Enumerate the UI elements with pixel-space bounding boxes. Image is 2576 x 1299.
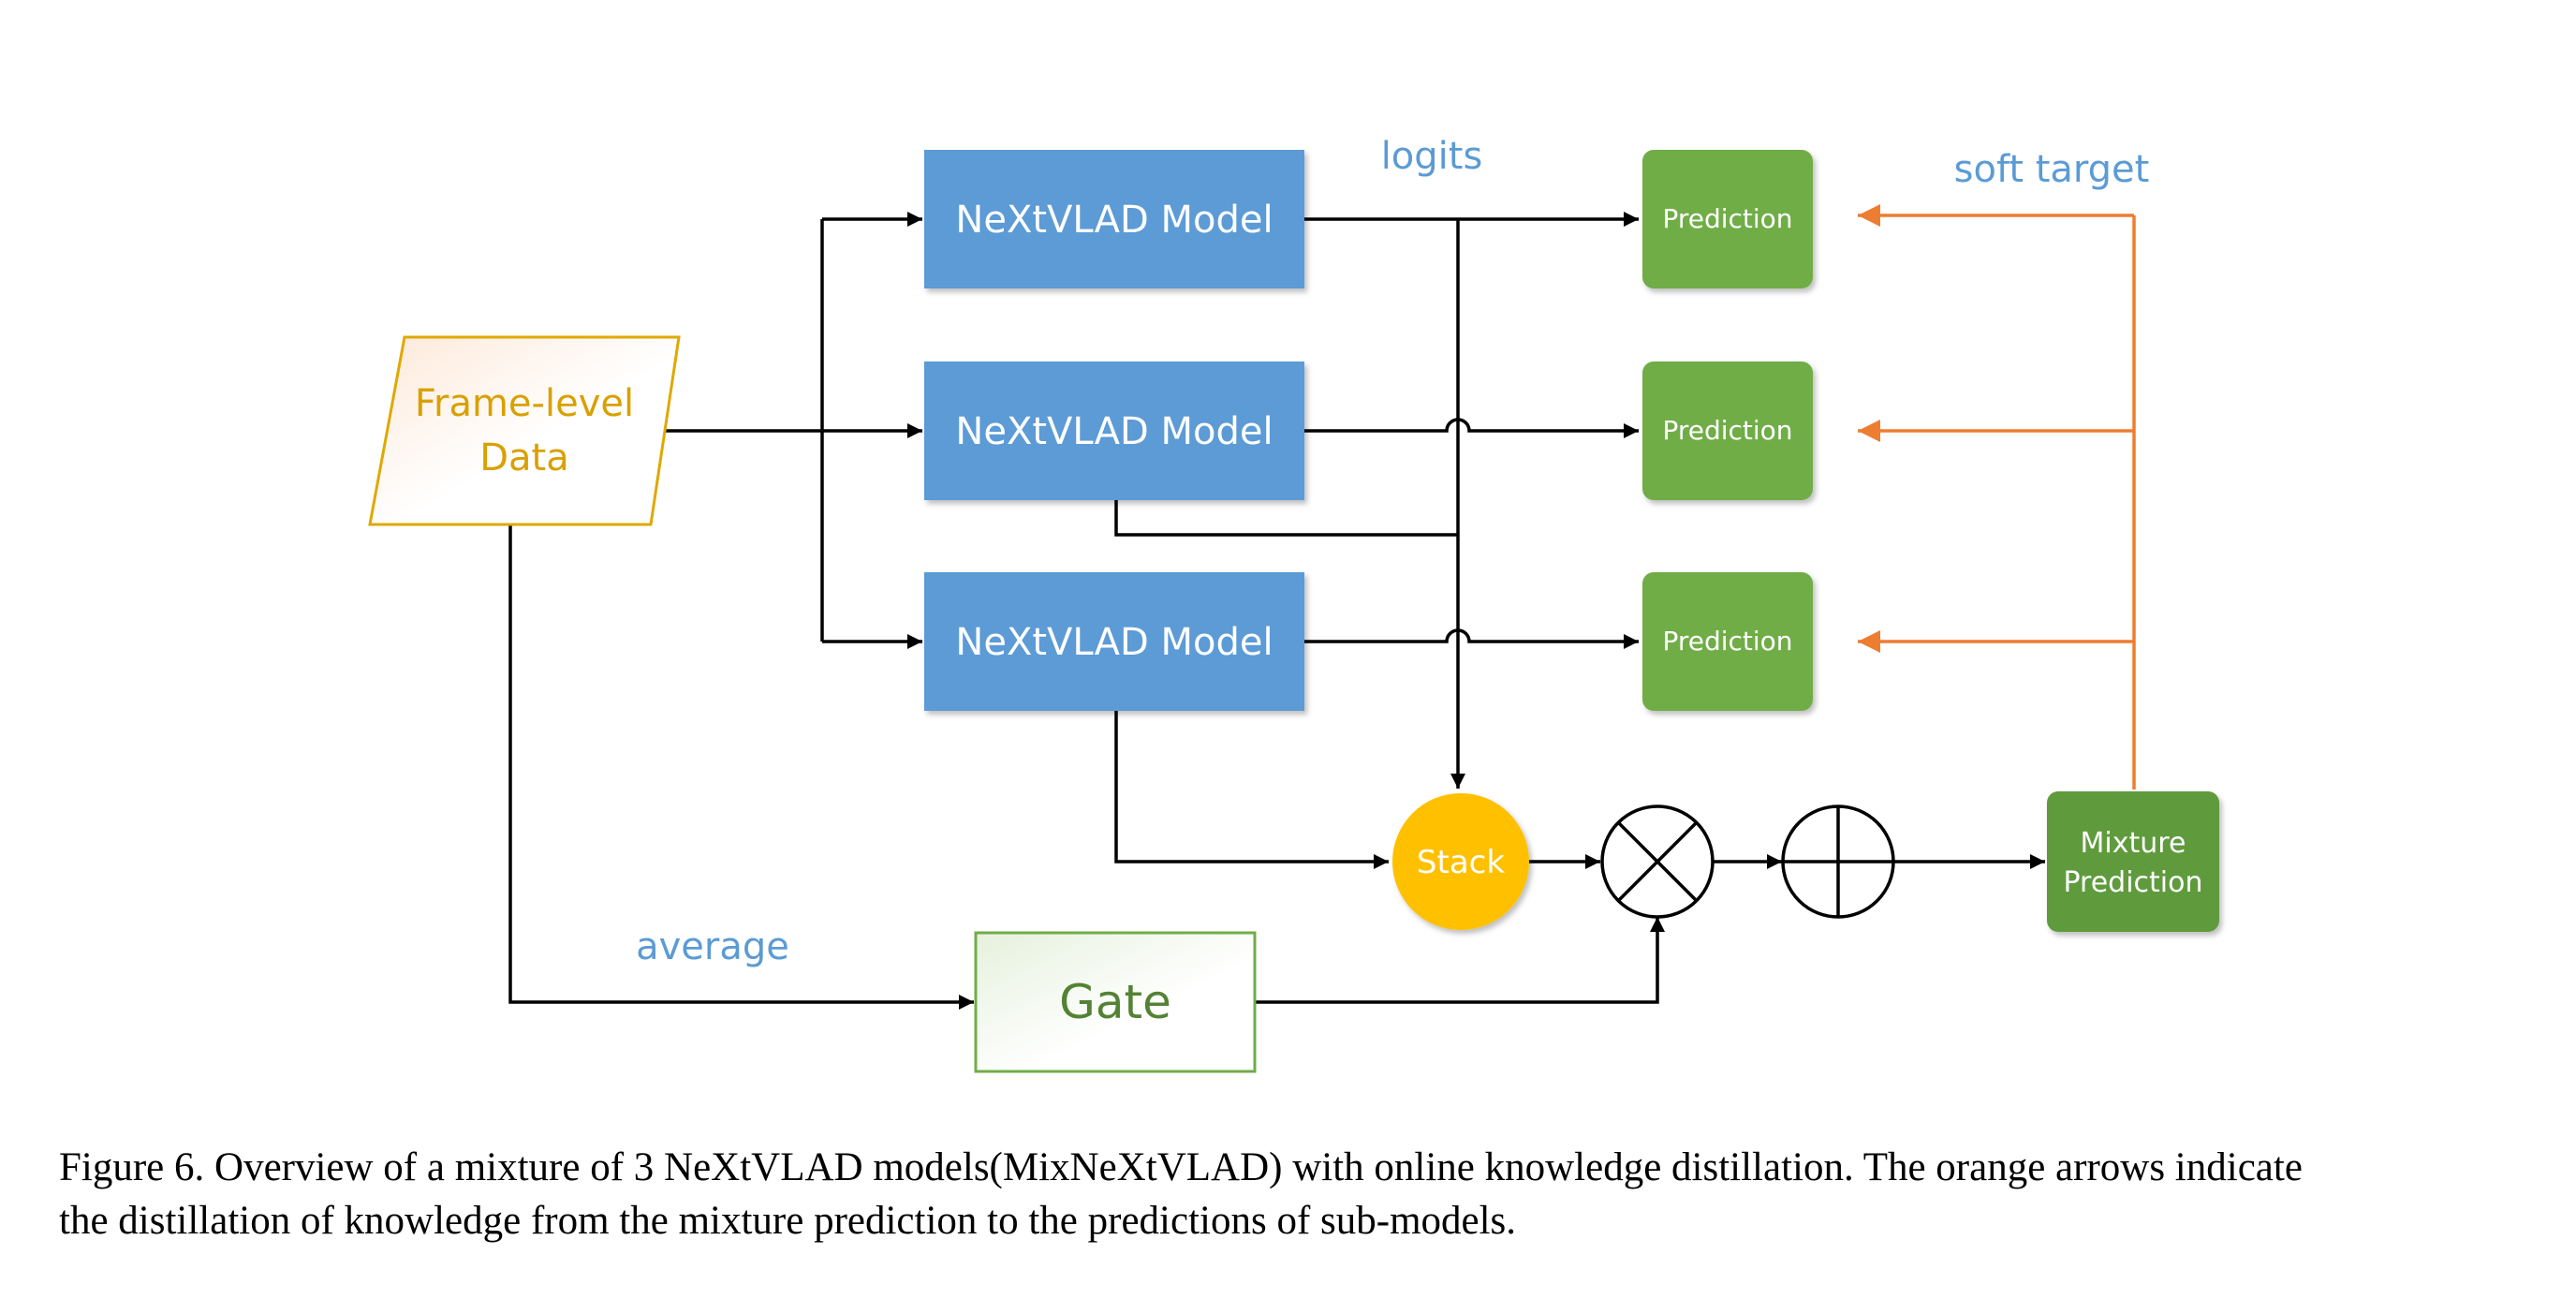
frame-level-data-node: Frame-level Data [368,335,681,526]
mixture-prediction-line1: Mixture [2081,827,2186,860]
prediction-2: Prediction [1642,362,1813,500]
diagram: Frame-level Data NeXtVLAD Model NeXtVLAD… [368,135,2219,1073]
nextvlad-model-1: NeXtVLAD Model [924,150,1304,288]
add-operator [1781,804,1895,919]
nextvlad-model-2: NeXtVLAD Model [924,362,1304,500]
caption-line-2: the distillation of knowledge from the m… [59,1199,1517,1243]
arrow-model-2-to-prediction-2 [1304,418,1639,438]
connectors [508,212,2045,1010]
stack-node: Stack [1392,793,1529,930]
arrow-gate-to-multiply [1255,917,1665,1004]
nextvlad-model-1-label: NeXtVLAD Model [955,199,1273,242]
distillation-arrows [1858,204,2136,790]
gate-label: Gate [1059,975,1171,1029]
soft-target-label: soft target [1954,148,2150,191]
multiply-operator [1600,804,1715,919]
arrow-model-3-to-prediction-3 [1304,628,1639,649]
nextvlad-model-2-label: NeXtVLAD Model [955,410,1273,453]
gate-node: Gate [974,931,1257,1073]
figure-caption: Figure 6. Overview of a mixture of 3 NeX… [59,1141,2569,1247]
caption-line-1: Figure 6. Overview of a mixture of 3 NeX… [59,1145,2303,1189]
frame-level-data-line2: Data [479,436,569,480]
average-label: average [636,925,789,968]
logits-label: logits [1381,135,1483,178]
prediction-3-label: Prediction [1662,626,1792,657]
prediction-2-label: Prediction [1662,415,1792,446]
arrow-model-3-to-stack [1114,710,1389,869]
line-model-2-to-stack [1114,499,1458,537]
mixture-prediction-line2: Prediction [2063,866,2202,899]
nextvlad-model-3-label: NeXtVLAD Model [955,621,1273,664]
prediction-1-label: Prediction [1662,203,1792,234]
prediction-3: Prediction [1642,572,1813,711]
frame-level-data-line1: Frame-level [415,382,634,425]
prediction-1: Prediction [1642,150,1813,288]
mixture-prediction-node: Mixture Prediction [2047,791,2219,932]
stack-label: Stack [1417,844,1505,881]
arrow-input-to-gate [508,524,974,1010]
nextvlad-model-3: NeXtVLAD Model [924,572,1304,711]
